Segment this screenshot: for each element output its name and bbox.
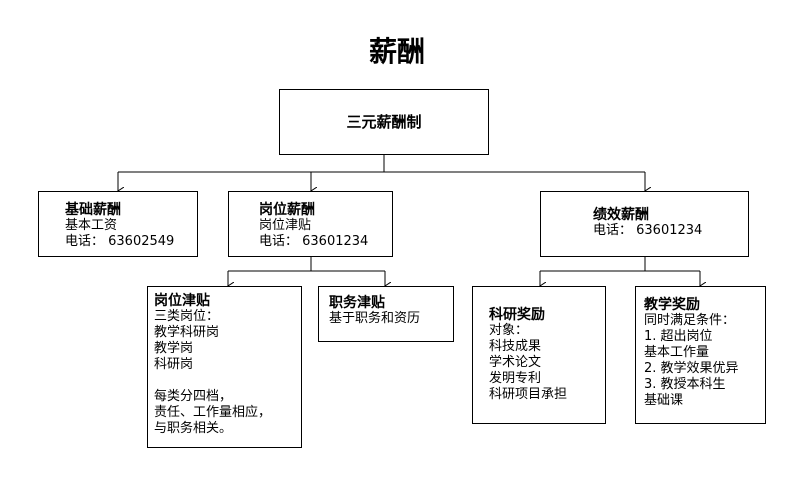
node-post-allowance-line: 三类岗位：	[154, 309, 220, 324]
node-research-award-line: 对象：	[489, 323, 529, 338]
node-duty-allowance-line: 基于职务和资历	[329, 311, 421, 326]
node-post-allowance-line: 与职务相关。	[154, 421, 233, 436]
node-post-salary-line: 岗位津贴	[259, 218, 312, 233]
node-duty-allowance-head: 职务津贴	[329, 295, 385, 311]
node-performance-salary-head: 绩效薪酬	[593, 207, 649, 223]
node-research-award-line: 学术论文	[489, 355, 542, 370]
node-post-allowance: 岗位津贴 三类岗位： 教学科研岗 教学岗 科研岗 每类分四档， 责任、工作量相应…	[147, 286, 302, 448]
node-basic-salary-line: 基本工资	[65, 218, 118, 233]
node-post-allowance-line: 每类分四档，	[154, 389, 233, 404]
node-teaching-award-line: 基本工作量	[644, 345, 710, 360]
node-research-award-head: 科研奖励	[489, 307, 545, 323]
node-teaching-award-head: 教学奖励	[644, 297, 700, 313]
node-teaching-award: 教学奖励 同时满足条件： 1. 超出岗位 基本工作量 2. 教学效果优异 3. …	[635, 286, 766, 424]
node-teaching-award-line: 基础课	[644, 393, 684, 408]
node-research-award-line: 发明专利	[489, 371, 542, 386]
node-teaching-award-line: 3. 教授本科生	[644, 377, 726, 392]
node-post-allowance-head: 岗位津贴	[154, 293, 210, 309]
node-research-award-line: 科研项目承担	[489, 387, 568, 402]
node-post-allowance-line: 教学岗	[154, 341, 194, 356]
node-post-allowance-line: 教学科研岗	[154, 325, 220, 340]
node-performance-salary: 绩效薪酬 电话： 63601234	[540, 191, 749, 257]
root-node-label: 三元薪酬制	[346, 113, 422, 131]
node-post-salary-head: 岗位薪酬	[259, 202, 315, 218]
node-duty-allowance: 职务津贴 基于职务和资历	[318, 286, 454, 342]
node-basic-salary-line: 电话： 63602549	[65, 234, 175, 249]
node-post-salary: 岗位薪酬 岗位津贴 电话： 63601234	[228, 191, 393, 257]
node-post-allowance-line: 责任、工作量相应，	[154, 405, 272, 420]
node-teaching-award-line: 同时满足条件：	[644, 313, 736, 328]
node-post-salary-line: 电话： 63601234	[259, 234, 369, 249]
page-title: 薪酬	[368, 35, 425, 68]
node-post-allowance-line	[154, 373, 301, 389]
node-performance-salary-line: 电话： 63601234	[593, 223, 703, 238]
node-basic-salary-head: 基础薪酬	[65, 202, 121, 218]
node-basic-salary: 基础薪酬 基本工资 电话： 63602549	[38, 191, 198, 257]
node-teaching-award-line: 1. 超出岗位	[644, 329, 713, 344]
node-post-allowance-line: 科研岗	[154, 357, 194, 372]
node-research-award: 科研奖励 对象： 科技成果 学术论文 发明专利 科研项目承担	[472, 286, 606, 424]
root-node: 三元薪酬制	[279, 89, 489, 155]
node-teaching-award-line: 2. 教学效果优异	[644, 361, 739, 376]
node-research-award-line: 科技成果	[489, 339, 542, 354]
